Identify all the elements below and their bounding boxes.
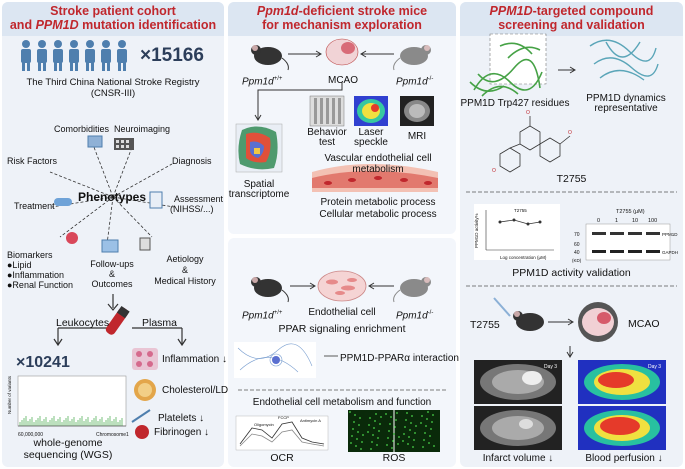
spatial-transcriptome-image bbox=[235, 95, 438, 192]
spoke-assessment-sub: (NIHSS/...) bbox=[170, 204, 214, 214]
mri-label: MRI bbox=[407, 131, 427, 142]
t2755-treatment-label: T2755 bbox=[470, 319, 500, 331]
registry-abbr: (CNSR-III) bbox=[90, 88, 136, 99]
wt-genotype-label-2: Ppm1d+/+ bbox=[242, 310, 283, 322]
spoke-followups: Follow-ups bbox=[90, 259, 134, 269]
infarct-volume-label: Infarct volume ↓ bbox=[482, 453, 554, 464]
registry-name: The Third China National Stroke Registry bbox=[26, 77, 200, 88]
biomarker-lipid: ●Lipid bbox=[7, 260, 32, 270]
endothelial-function-label: Endothelial cell metabolism and function bbox=[252, 397, 432, 408]
left-panel: Stroke patient cohort and PPM1D mutation… bbox=[2, 2, 241, 467]
svg-text:O: O bbox=[526, 110, 530, 116]
wgs-count: ×10241 bbox=[16, 354, 70, 371]
ros-label: ROS bbox=[382, 452, 406, 464]
svg-text:O: O bbox=[568, 130, 572, 136]
trp427-label: PPM1D Trp427 residues bbox=[460, 98, 570, 109]
variants-plot bbox=[17, 375, 127, 427]
pill-capsule-icon bbox=[54, 191, 163, 253]
mcao-label-2: MCAO bbox=[628, 318, 660, 330]
ko-genotype-label-2: Ppm1d-/- bbox=[396, 310, 434, 322]
patient-people-icon bbox=[21, 40, 127, 71]
ppm1d-ppara-interaction-label: PPM1D-PPARα interaction bbox=[340, 353, 459, 364]
mcao-label: MCAO bbox=[328, 75, 358, 86]
ppar-signaling-label: PPAR signaling enrichment bbox=[278, 323, 406, 335]
phenotypes-hub: Phenotypes bbox=[78, 190, 147, 204]
vascular-endothelial-label: Vascular endothelial cell bbox=[324, 153, 432, 164]
plot-xtick: 60,000,000 bbox=[18, 432, 44, 438]
outcome-inflammation: Inflammation ↓ bbox=[162, 354, 228, 365]
outcome-fibrinogen: Fibrinogen ↓ bbox=[154, 427, 210, 438]
blot-dose-10: 10 bbox=[632, 218, 639, 224]
biomarker-renal: ●Renal Function bbox=[7, 280, 73, 290]
leukocytes-label: Leukocytes bbox=[56, 317, 110, 329]
mouse-wt-icon bbox=[251, 38, 431, 121]
spoke-treatment: Treatment bbox=[14, 201, 55, 211]
plasma-outcome-icons bbox=[131, 348, 158, 439]
endothelial-cell-diagram bbox=[234, 270, 446, 452]
right-panel-title: PPM1D-targeted compound screening and va… bbox=[460, 2, 683, 36]
compound-label: T2755 bbox=[556, 173, 587, 185]
spoke-assessment: Assessment bbox=[174, 194, 224, 204]
patient-count: ×15166 bbox=[140, 45, 204, 66]
blot-dose-0: 0 bbox=[597, 218, 601, 224]
spoke-diagnosis: Diagnosis bbox=[172, 156, 212, 166]
middle-bottom-panel: Ppm1d+/+ Endothelial cell Ppm1d-/- PPAR … bbox=[228, 238, 459, 467]
wgs-label-line1: whole-genome bbox=[33, 437, 103, 449]
protein-metabolic-label: Protein metabolic process bbox=[320, 197, 436, 208]
plot-xlabel: Chromosome1 bbox=[96, 432, 129, 438]
left-panel-title: Stroke patient cohort and PPM1D mutation… bbox=[2, 2, 224, 36]
spoke-neuroimaging: Neuroimaging bbox=[114, 124, 171, 134]
biomarker-inflammation: ●Inflammation bbox=[7, 270, 64, 280]
wgs-label-line2: sequencing (WGS) bbox=[23, 449, 113, 461]
svg-text:O: O bbox=[492, 168, 496, 174]
plasma-label: Plasma bbox=[142, 317, 178, 329]
outcome-cholesterol: Cholesterol/LDL ↓ bbox=[162, 385, 242, 396]
blood-perfusion-label: Blood perfusion ↓ bbox=[585, 453, 663, 464]
ocr-label: OCR bbox=[270, 452, 294, 464]
endothelial-cell-label: Endothelial cell bbox=[308, 307, 376, 318]
left-title-gene: PPM1D bbox=[35, 18, 79, 32]
activity-validation-label: PPM1D activity validation bbox=[512, 267, 631, 279]
ko-genotype-label: Ppm1d-/- bbox=[396, 76, 434, 88]
left-title-line1: Stroke patient cohort bbox=[50, 4, 176, 18]
spoke-biomarkers: Biomarkers bbox=[7, 250, 53, 260]
blot-dose-100: 100 bbox=[648, 218, 658, 224]
outcome-platelets: Platelets ↓ bbox=[158, 413, 205, 424]
blood-split-arrows bbox=[53, 294, 187, 347]
wt-genotype-label: Ppm1d+/+ bbox=[242, 76, 283, 88]
protein-structure-image: O O O bbox=[466, 33, 677, 450]
middle-top-title: Ppm1d-deficient stroke mice for mechanis… bbox=[228, 2, 456, 36]
right-panel: PPM1D-targeted compound screening and va… bbox=[460, 2, 683, 467]
spoke-aetiology: Aetiology bbox=[166, 254, 204, 264]
spoke-comorbidities: Comorbidities bbox=[54, 124, 110, 134]
cellular-metabolic-label: Cellular metabolic process bbox=[319, 209, 437, 220]
clipboard-icon bbox=[87, 135, 134, 150]
spoke-risk-factors: Risk Factors bbox=[7, 156, 58, 166]
blot-dose-1: 1 bbox=[615, 218, 619, 224]
middle-top-panel: Ppm1d-deficient stroke mice for mechanis… bbox=[228, 2, 456, 234]
